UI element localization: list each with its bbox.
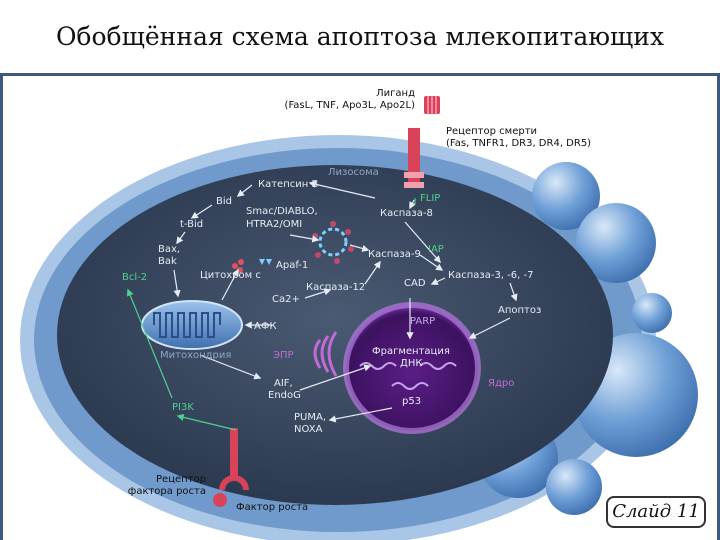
- er-icon: [327, 331, 338, 377]
- apaf1-icon: [259, 259, 272, 265]
- arrow: [468, 317, 511, 339]
- arrow: [173, 269, 181, 298]
- label-gf-receptor-2: фактора роста: [128, 486, 206, 497]
- arrow: [199, 354, 262, 380]
- growth-factor-icon: [213, 493, 227, 507]
- label-smac: Smac/DIABLO,: [246, 206, 318, 217]
- label-caspase8: Каспаза-8: [380, 208, 433, 219]
- label-aif: AIF,: [274, 378, 293, 389]
- label-bax: Bax,: [158, 244, 180, 255]
- er-icon: [313, 339, 322, 369]
- arrow: [419, 254, 444, 271]
- right-border: [717, 76, 720, 540]
- apoptotic-body: [546, 459, 602, 515]
- arrow: [409, 199, 416, 210]
- arrow: [221, 268, 239, 301]
- label-nucleus: Ядро: [488, 378, 514, 389]
- label-cytochrome-c: Цитохром c: [200, 270, 261, 281]
- label-mitochondria: Митохондрия: [160, 350, 231, 361]
- label-dna-fragmentation: Фрагментация: [372, 346, 450, 357]
- arrow: [289, 234, 320, 243]
- growth-factor-receptor-icon: [219, 428, 249, 491]
- label-bcl2: Bcl-2: [122, 272, 147, 283]
- label-afk: АФК: [254, 321, 277, 332]
- apoptosis-diagram: Лиганд (FasL, TNF, Apo3L, Apo2L) Рецепто…: [20, 88, 698, 540]
- title-bar: Обобщённая схема апоптоза млекопитающих: [0, 0, 720, 76]
- label-bid: Bid: [216, 196, 232, 207]
- label-htra2: HTRA2/OMI: [246, 219, 302, 230]
- label-noxa: NOXA: [294, 424, 323, 435]
- apoptotic-body: [632, 293, 672, 333]
- label-endog: EndoG: [268, 390, 301, 401]
- dna-strand-icon: [419, 362, 457, 370]
- arrow: [299, 364, 372, 391]
- slide-number-badge: Слайд 11: [606, 496, 706, 528]
- page-title: Обобщённая схема апоптоза млекопитающих: [55, 22, 665, 51]
- label-pi3k: PI3K: [172, 402, 194, 413]
- label-caspase12: Каспаза-12: [306, 282, 365, 293]
- arrow: [404, 221, 441, 264]
- label-dna: ДНК: [400, 358, 422, 369]
- label-bak: Bak: [158, 256, 177, 267]
- arrow: [304, 288, 332, 299]
- apoptotic-body: [532, 162, 600, 230]
- mitochondrion-cristae: [153, 312, 221, 338]
- label-parp: PARP: [410, 316, 435, 327]
- label-growth-factor: Фактор роста: [236, 502, 308, 513]
- arrow: [176, 231, 186, 245]
- label-iap: IAP: [428, 244, 444, 255]
- dna-strand-icon: [391, 382, 429, 390]
- apoptotic-body: [576, 203, 656, 283]
- label-puma: PUMA,: [294, 412, 326, 423]
- arrow: [236, 184, 253, 197]
- label-apaf1: Apaf-1: [276, 260, 308, 271]
- label-caspase9: Каспаза-9: [368, 249, 421, 260]
- er-icon: [320, 335, 330, 373]
- dna-strand-icon: [359, 362, 397, 370]
- arrow: [176, 413, 237, 431]
- label-flip: FLIP: [420, 193, 440, 204]
- arrow: [126, 288, 173, 399]
- arrow: [190, 204, 213, 219]
- label-caspase-3-6-7: Каспаза-3, -6, -7: [448, 270, 533, 281]
- label-cathepsin-b: Катепсин B: [258, 179, 318, 190]
- nucleus-rim: [343, 302, 481, 434]
- label-cad: CAD: [404, 278, 426, 289]
- arrow: [364, 260, 381, 285]
- label-lysosome: Лизосома: [328, 167, 379, 178]
- death-receptor-icon: [404, 128, 424, 188]
- arrow: [430, 277, 446, 285]
- mitochondrion-icon: [141, 300, 243, 350]
- label-death-receptor: Рецептор смерти: [446, 126, 537, 137]
- nucleus: [346, 305, 478, 431]
- apoptosome-icon: [312, 221, 354, 264]
- label-ca2: Ca2+: [272, 294, 300, 305]
- arrow: [308, 180, 376, 199]
- label-apoptosis: Апоптоз: [498, 305, 541, 316]
- arrow: [509, 282, 518, 302]
- label-ligand: Лиганд: [376, 88, 415, 99]
- left-border: [0, 76, 3, 540]
- label-death-receptor-examples: (Fas, TNFR1, DR3, DR4, DR5): [446, 138, 591, 149]
- label-gf-receptor: Рецептор: [156, 474, 206, 485]
- label-er: ЭПР: [273, 350, 294, 361]
- ligand-icon: [424, 96, 440, 114]
- label-ligand-examples: (FasL, TNF, Apo3L, Apo2L): [285, 100, 416, 111]
- arrow: [328, 407, 393, 423]
- label-t-bid: t-Bid: [180, 219, 203, 230]
- label-p53: p53: [402, 396, 421, 407]
- arrow: [349, 244, 370, 252]
